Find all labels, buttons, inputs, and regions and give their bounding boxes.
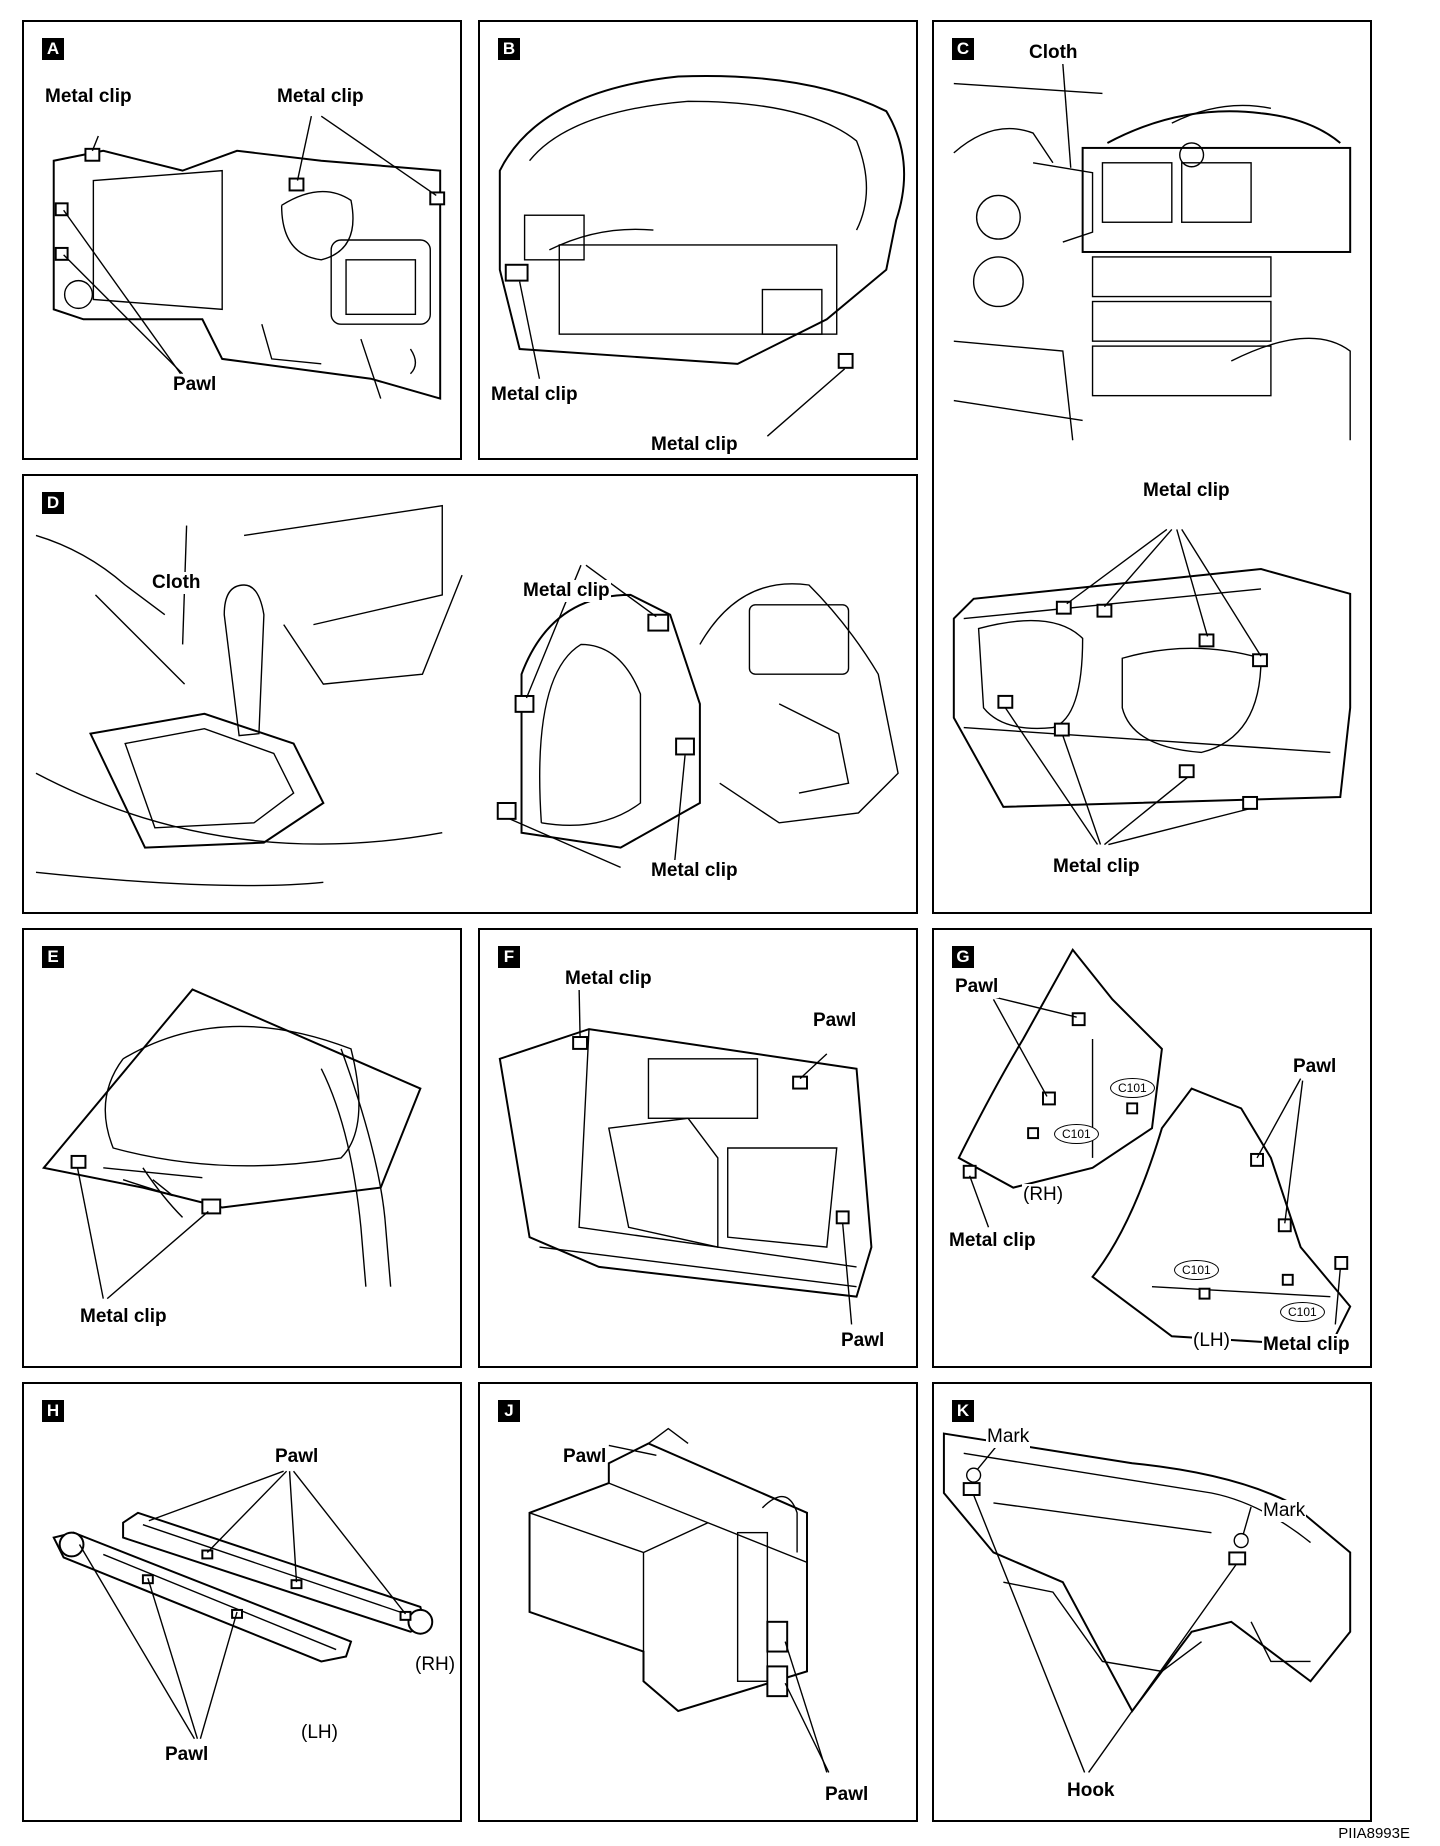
panel-c: C Cloth Metal clip Metal clip [932, 20, 1372, 914]
pawl-label: Pawl [824, 1784, 870, 1806]
metal-clip-label: Metal clip [79, 1306, 168, 1328]
metal-clip-label: Metal clip [948, 1230, 1037, 1252]
panel-g-drawing [957, 948, 1352, 1348]
metal-clip-label: Metal clip [1052, 856, 1141, 878]
panel-c-drawing [952, 63, 1352, 846]
panel-f-badge: F [498, 946, 520, 968]
panel-k-badge: K [952, 1400, 974, 1422]
pawl-label: Pawl [274, 1446, 320, 1468]
pawl-label: Pawl [840, 1330, 886, 1352]
panel-a: A Metal clip Metal clip Pawl [22, 20, 462, 460]
rh-label: (RH) [1022, 1184, 1065, 1206]
panel-h: H Pawl Pawl (RH) (LH) [22, 1382, 462, 1822]
panel-f-drawing [498, 987, 873, 1325]
panel-j: J Pawl Pawl [478, 1382, 918, 1822]
connector-code-c101: C101 [1110, 1078, 1155, 1098]
figure-code: PIIA8993E [1338, 1825, 1410, 1842]
pawl-label: Pawl [812, 1010, 858, 1032]
panel-h-badge: H [42, 1400, 64, 1422]
lh-label: (LH) [300, 1722, 339, 1744]
metal-clip-label: Metal clip [276, 86, 365, 108]
panel-j-badge: J [498, 1400, 520, 1422]
panel-d-badge: D [42, 492, 64, 514]
panel-d-drawing [35, 504, 899, 887]
panel-e-badge: E [42, 946, 64, 968]
pawl-label: Pawl [562, 1446, 608, 1468]
panel-d: D Cloth Metal clip Metal clip [22, 474, 918, 914]
cloth-label: Cloth [151, 572, 202, 594]
connector-code-c101: C101 [1174, 1260, 1219, 1280]
rh-label: (RH) [414, 1654, 457, 1676]
metal-clip-label: Metal clip [650, 860, 739, 882]
pawl-label: Pawl [954, 976, 1000, 998]
mark-label: Mark [1262, 1500, 1307, 1522]
metal-clip-label: Metal clip [564, 968, 653, 990]
mark-label: Mark [986, 1426, 1031, 1448]
connector-code-c101: C101 [1054, 1124, 1099, 1144]
lh-label: (LH) [1192, 1330, 1231, 1352]
panel-j-drawing [528, 1427, 830, 1773]
panel-b: B Metal clip Metal clip [478, 20, 918, 460]
pawl-label: Pawl [164, 1744, 210, 1766]
panel-f: F Metal clip Pawl Pawl [478, 928, 918, 1368]
connector-code-c101: C101 [1280, 1302, 1325, 1322]
pawl-label: Pawl [1292, 1056, 1338, 1078]
metal-clip-label: Metal clip [650, 434, 739, 456]
panel-h-drawing [52, 1470, 434, 1740]
panel-g-badge: G [952, 946, 974, 968]
panel-g: G Pawl Pawl C101 C101 C101 C101 (RH) (LH… [932, 928, 1372, 1368]
panel-a-badge: A [42, 38, 64, 60]
panel-c-badge: C [952, 38, 974, 60]
panel-a-drawing [52, 115, 446, 400]
panel-k-drawing [942, 1432, 1352, 1773]
hook-label: Hook [1066, 1780, 1116, 1802]
pawl-label: Pawl [172, 374, 218, 396]
panel-e: E Metal clip [22, 928, 462, 1368]
metal-clip-label: Metal clip [1262, 1334, 1351, 1356]
panel-b-drawing [498, 74, 906, 437]
cloth-label: Cloth [1028, 42, 1079, 64]
panel-b-badge: B [498, 38, 520, 60]
metal-clip-label: Metal clip [44, 86, 133, 108]
metal-clip-label: Metal clip [522, 580, 611, 602]
metal-clip-label: Metal clip [1142, 480, 1231, 502]
metal-clip-label: Metal clip [490, 384, 579, 406]
panel-e-drawing [41, 988, 422, 1300]
panel-k: K Mark Mark Hook [932, 1382, 1372, 1822]
